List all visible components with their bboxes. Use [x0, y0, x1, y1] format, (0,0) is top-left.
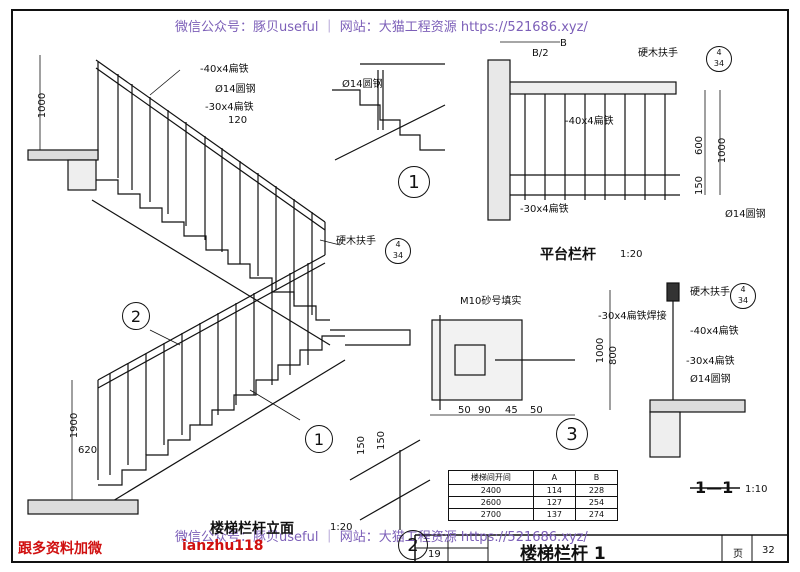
- table-header-row: 楼梯间开间 A B: [448, 470, 619, 485]
- label-flat-steel-40x4-section: -40x4扁铁: [690, 326, 739, 337]
- detail-3-marker: 3: [556, 418, 588, 450]
- label-flat-steel-40x4-platform: -40x4扁铁: [565, 116, 614, 127]
- label-round-steel: Ø14圆钢: [215, 84, 256, 95]
- dim-50-a: 50: [458, 405, 471, 416]
- table-header: 楼梯间开间: [448, 470, 534, 485]
- stair-width-table: 楼梯间开间 A B 2400 114 228 2600 127 254 2700…: [448, 470, 619, 521]
- table-cell: 127: [532, 496, 576, 509]
- table-cell: 274: [574, 508, 619, 521]
- table-cell: 228: [574, 484, 619, 497]
- sheet-frame: [11, 9, 789, 563]
- dim-90: 90: [478, 405, 491, 416]
- scale-platform-rail: 1:20: [620, 249, 643, 260]
- detail-2-marker: 2: [398, 530, 428, 560]
- table-cell: 114: [532, 484, 576, 497]
- plate-number: 19: [428, 549, 441, 560]
- callout-2-left: 2: [122, 302, 150, 330]
- promo-text: 跟多资料加微: [18, 541, 102, 557]
- dim-120: 120: [228, 115, 248, 126]
- dim-150-d2a: 150: [356, 435, 368, 456]
- dim-1000-section: 1000: [595, 337, 607, 364]
- label-hardwood-rail: 硬木扶手: [336, 236, 376, 247]
- page-label: 页: [733, 549, 743, 560]
- detail-3: [430, 315, 575, 416]
- stair-elevation: [27, 55, 411, 515]
- label-flat-steel-30x4-platform: -30x4扁铁: [520, 204, 569, 215]
- table-cell: 137: [532, 508, 576, 521]
- label-round-steel-platform: Ø14圆钢: [725, 209, 766, 220]
- dim-b2: B/2: [532, 48, 549, 59]
- dim-50-b: 50: [530, 405, 543, 416]
- table-cell: 2400: [448, 484, 534, 497]
- scale-section-1-1: 1:10: [745, 484, 768, 495]
- label-hardwood-rail-section: 硬木扶手: [690, 287, 730, 298]
- title-platform-rail: 平台栏杆: [540, 247, 596, 263]
- table-header: A: [532, 470, 576, 485]
- table-cell: 2600: [448, 496, 534, 509]
- label-hardwood-rail-platform: 硬木扶手: [638, 48, 678, 59]
- watermark-top: 微信公众号：豚贝useful ｜ 网站：大猫工程资源 https://52168…: [175, 20, 588, 35]
- detail-1-marker: 1: [398, 166, 430, 198]
- dim-1000-left: 1000: [37, 92, 49, 119]
- label-flat-steel-40x4: -40x4扁铁: [200, 64, 249, 75]
- table-row: 2700 137 274: [448, 508, 619, 521]
- sheet-title: 楼梯栏杆 1: [520, 544, 606, 564]
- dim-150-platform: 150: [694, 175, 706, 196]
- dim-45: 45: [505, 405, 518, 416]
- section-1-1: [609, 282, 746, 489]
- dim-600: 600: [694, 135, 706, 156]
- title-section-1-1: 1—1: [695, 478, 734, 497]
- platform-railing: [487, 41, 721, 221]
- promo-id: ianzhu118: [182, 538, 264, 554]
- detail-2: [349, 439, 431, 530]
- scale-stair-elevation: 1:20: [330, 522, 353, 533]
- label-round-steel-d1: Ø14圆钢: [342, 79, 383, 90]
- label-flat-steel-30x4: -30x4扁铁: [205, 102, 254, 113]
- table-row: 2600 127 254: [448, 496, 619, 509]
- callout-1-left: 1: [305, 425, 333, 453]
- dim-800: 800: [608, 345, 620, 366]
- dim-1900-left: 1900: [69, 412, 81, 439]
- label-flat-steel-weld: -30x4扁铁焊接: [598, 311, 667, 322]
- title-stair-elevation: 楼梯栏杆立面: [210, 521, 294, 537]
- table-row: 2400 114 228: [448, 484, 619, 497]
- watermark-bottom: 微信公众号：豚贝useful ｜ 网站：大猫工程资源 https://52168…: [175, 530, 588, 545]
- table-header: B: [574, 470, 619, 485]
- table-cell: 2700: [448, 508, 534, 521]
- dim-1000-platform: 1000: [717, 137, 729, 164]
- label-m10-mortar: M10砂号填实: [460, 296, 522, 307]
- dim-150-d2b: 150: [376, 430, 388, 451]
- detail-1: [332, 63, 446, 161]
- label-flat-steel-30x4-section: -30x4扁铁: [686, 356, 735, 367]
- label-round-steel-section: Ø14圆钢: [690, 374, 731, 385]
- table-cell: 254: [574, 496, 619, 509]
- dim-b: B: [560, 38, 567, 49]
- page-number: 32: [762, 545, 775, 556]
- dim-620: 620: [78, 445, 98, 456]
